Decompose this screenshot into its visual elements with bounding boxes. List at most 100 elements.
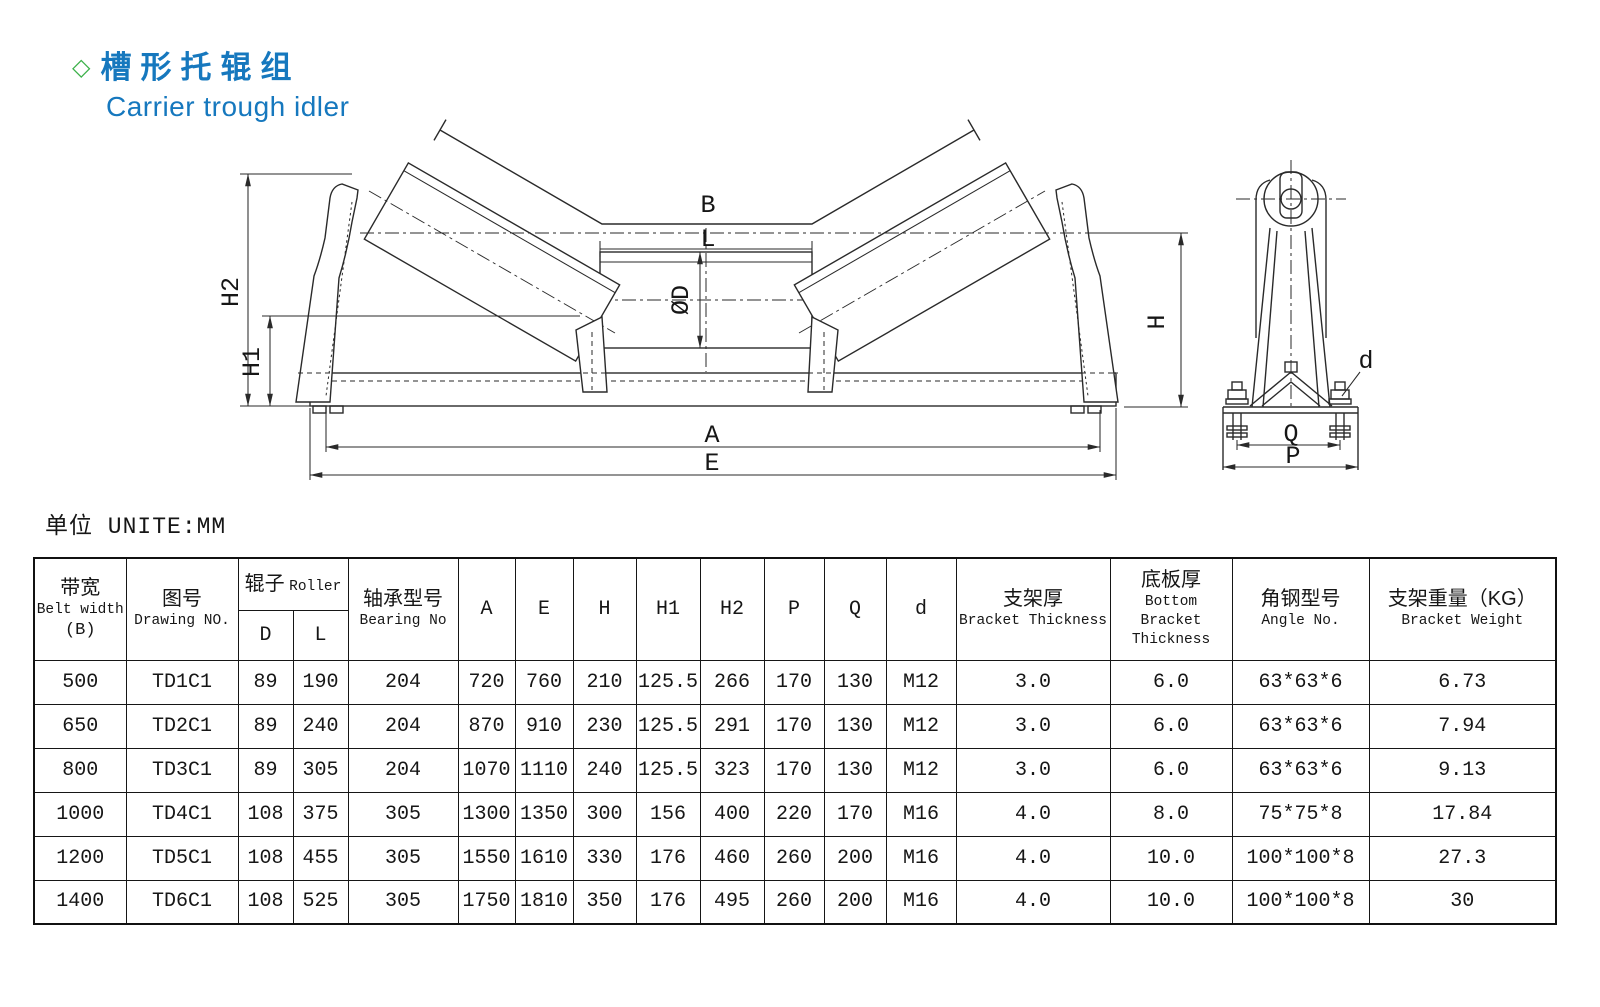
table-cell: 7.94: [1368, 703, 1557, 749]
table-cell: 8.0: [1109, 791, 1233, 837]
table-cell: 176: [635, 879, 701, 925]
table-cell: 6.0: [1109, 659, 1233, 705]
table-cell: 170: [763, 747, 825, 793]
table-cell: TD5C1: [125, 835, 239, 881]
table-cell: 500: [33, 659, 127, 705]
dim-label-od: ØD: [667, 285, 696, 315]
table-cell: 156: [635, 791, 701, 837]
table-cell: 170: [763, 659, 825, 705]
side-roller-left: [363, 161, 621, 363]
front-view: B L ØD H2: [217, 119, 1188, 480]
page-header: ◇ 槽形托辊组 Carrier trough idler: [72, 52, 349, 121]
table-cell: M16: [885, 879, 957, 925]
col-header-d: d: [885, 557, 957, 661]
table-cell: TD1C1: [125, 659, 239, 705]
bearing-zh: 轴承型号: [363, 588, 444, 611]
table-cell: 220: [763, 791, 825, 837]
bracket-zh: 支架厚: [1003, 588, 1064, 611]
table-cell: 170: [823, 791, 887, 837]
table-cell: M16: [885, 835, 957, 881]
table-cell: 9.13: [1368, 747, 1557, 793]
col-header-h1: H1: [635, 557, 701, 661]
table-cell: 1610: [514, 835, 574, 881]
table-cell: 30: [1368, 879, 1557, 925]
dim-label-h2: H2: [217, 277, 246, 307]
table-cell: 63*63*6: [1231, 703, 1370, 749]
table-cell: 204: [347, 703, 459, 749]
drawing-no-zh: 图号: [162, 588, 202, 611]
table-cell: 100*100*8: [1231, 835, 1370, 881]
dim-od: ØD: [667, 251, 703, 349]
table-cell: 6.0: [1109, 747, 1233, 793]
table-cell: 455: [292, 835, 349, 881]
dim-label-h: H: [1143, 314, 1172, 329]
bracket-en: Bracket Thickness: [959, 613, 1107, 630]
roller-zh: 辊子: [244, 572, 285, 595]
col-header-bearing: 轴承型号 Bearing No: [347, 557, 459, 661]
table-cell: 17.84: [1368, 791, 1557, 837]
col-header-angle: 角钢型号 Angle No.: [1231, 557, 1370, 661]
table-cell: 200: [823, 879, 887, 925]
table-cell: 305: [347, 879, 459, 925]
dim-d: d: [1341, 347, 1374, 397]
unit-note: 单位 UNITE:MM: [45, 514, 227, 540]
table-cell: 6.0: [1109, 703, 1233, 749]
col-header-drawing-no: 图号 Drawing NO.: [125, 557, 239, 661]
table-cell: M12: [885, 659, 957, 705]
table-cell: 910: [514, 703, 574, 749]
table-cell: 330: [572, 835, 637, 881]
stand-left: [295, 183, 359, 403]
table-cell: 27.3: [1368, 835, 1557, 881]
table-cell: 4.0: [955, 879, 1111, 925]
table-cell: 204: [347, 747, 459, 793]
table-cell: 1070: [457, 747, 516, 793]
stand-right: [1055, 183, 1119, 403]
side-stand-legs: [1249, 227, 1333, 408]
table-cell: 1110: [514, 747, 574, 793]
table-cell: 1300: [457, 791, 516, 837]
table-cell: 108: [237, 879, 294, 925]
col-header-roller-l: L: [292, 609, 349, 661]
base-frame: [309, 372, 1117, 407]
col-header-h: H: [572, 557, 637, 661]
diamond-icon: ◇: [72, 53, 91, 81]
col-header-bracket-thickness: 支架厚 Bracket Thickness: [955, 557, 1111, 661]
table-cell: 1810: [514, 879, 574, 925]
table-cell: 1550: [457, 835, 516, 881]
table-cell: 305: [347, 791, 459, 837]
page-title-zh: 槽形托辊组: [100, 50, 301, 85]
table-cell: 4.0: [955, 791, 1111, 837]
table-cell: 4.0: [955, 835, 1111, 881]
table-cell: 230: [572, 703, 637, 749]
table-cell: M16: [885, 791, 957, 837]
dim-h1: H1: [238, 315, 580, 407]
dim-label-q: Q: [1283, 420, 1298, 449]
table-cell: 525: [292, 879, 349, 925]
table-cell: 200: [823, 835, 887, 881]
col-header-roller-d: D: [237, 609, 294, 661]
table-cell: 720: [457, 659, 516, 705]
weight-en: Bracket Weight: [1401, 613, 1524, 630]
table-cell: 305: [347, 835, 459, 881]
table-cell: 10.0: [1109, 879, 1233, 925]
col-header-e: E: [514, 557, 574, 661]
middle-bracket-right: [807, 315, 839, 393]
bearing-en: Bearing No: [359, 613, 447, 630]
dim-label-e: E: [704, 449, 719, 478]
table-cell: 89: [237, 659, 294, 705]
side-view: d Q P: [1222, 160, 1374, 471]
table-cell: 108: [237, 791, 294, 837]
dim-a: A: [325, 410, 1101, 452]
dim-label-b: B: [700, 191, 715, 220]
table-cell: 125.5: [635, 747, 701, 793]
side-base-plate: [1222, 406, 1359, 470]
table-cell: 89: [237, 747, 294, 793]
table-cell: TD4C1: [125, 791, 239, 837]
table-header: 带宽 Belt width (B) 图号 Drawing NO. 辊子 Roll…: [33, 557, 1557, 661]
table-cell: 170: [763, 703, 825, 749]
